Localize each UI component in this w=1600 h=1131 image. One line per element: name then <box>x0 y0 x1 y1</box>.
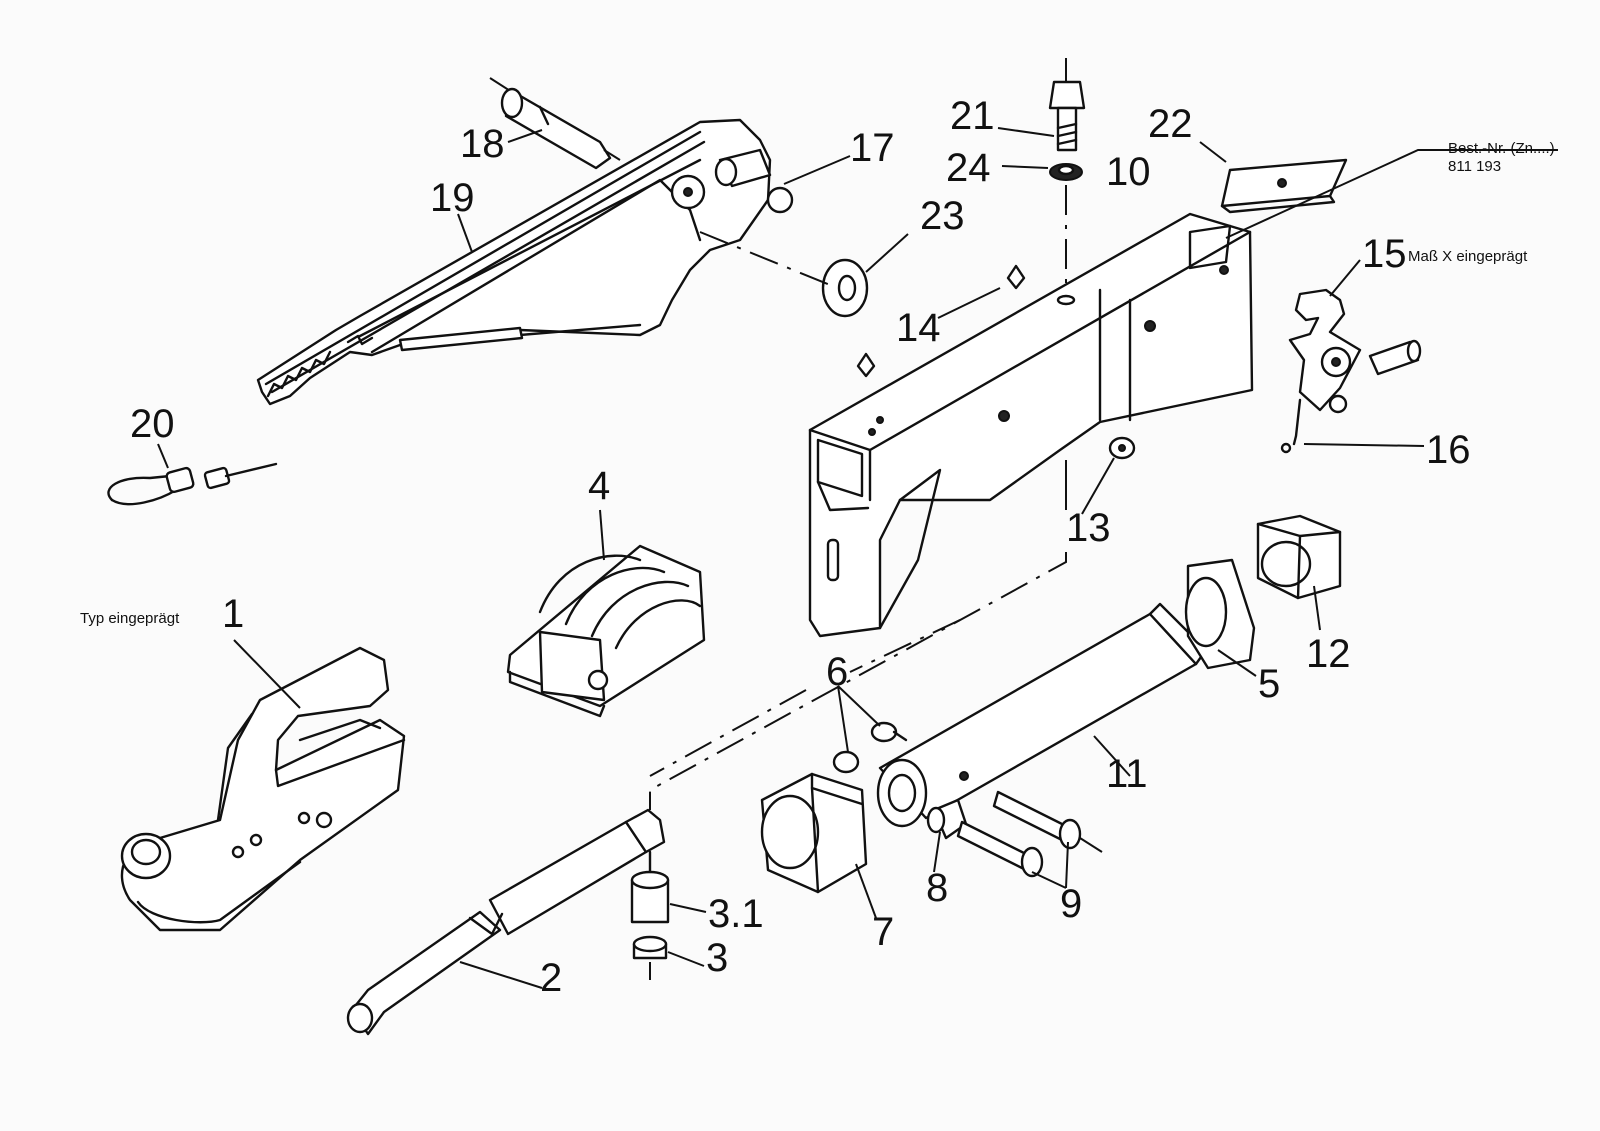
label-part-9: 9 <box>1060 882 1083 926</box>
part-22-plate <box>1220 158 1348 214</box>
note-order-number-title: Best.-Nr. (Zn....) <box>1448 140 1555 157</box>
part-13-nut <box>649 436 1136 810</box>
label-part-13: 13 <box>1066 506 1111 550</box>
label-part-6: 6 <box>826 650 849 694</box>
label-part-11: 11 <box>1106 752 1148 796</box>
label-part-15: 15 <box>1362 232 1407 276</box>
note-order-number-value: 811 193 <box>1448 158 1502 175</box>
label-part-24: 24 <box>946 146 991 190</box>
label-part-7: 7 <box>872 910 895 954</box>
assembly-centre-line <box>649 619 961 777</box>
part-5-flange <box>1184 558 1256 670</box>
part-9-bolts <box>956 790 1103 878</box>
label-part-21: 21 <box>950 94 995 138</box>
label-part-8: 8 <box>926 866 949 910</box>
part-20-spring-clip <box>107 462 278 506</box>
label-part-22: 22 <box>1148 102 1193 146</box>
part-4-bellows <box>506 544 706 718</box>
label-part-14: 14 <box>896 306 941 350</box>
part-16-spring <box>1280 398 1425 454</box>
part-2-damper <box>346 808 666 1036</box>
label-part-20: 20 <box>130 402 175 446</box>
part-8-cap <box>926 771 969 840</box>
part-11-drawbar-tube <box>876 602 1208 828</box>
part-14-grease-nipples <box>856 264 1026 378</box>
note-type-stamp: Typ eingeprägt <box>80 610 180 627</box>
part-6-bolts <box>832 721 908 774</box>
label-part-10: 10 <box>1106 150 1151 194</box>
part-7-bushing <box>760 772 868 894</box>
label-part-1: 1 <box>222 592 245 636</box>
part-18-pin <box>489 77 621 170</box>
leader-lines <box>157 127 1361 989</box>
part-24-nut <box>1049 163 1083 310</box>
part-1-coupling-head <box>120 646 406 932</box>
part-3-1-spacer <box>630 850 670 924</box>
part-3-nut <box>632 935 668 980</box>
part-15-overrun-lever <box>1288 288 1422 414</box>
label-part-19: 19 <box>430 176 475 220</box>
label-part-4: 4 <box>588 464 611 508</box>
label-part-23: 23 <box>920 194 965 238</box>
label-part-18: 18 <box>460 122 505 166</box>
label-part-5: 5 <box>1258 662 1281 706</box>
label-part-17: 17 <box>850 126 895 170</box>
label-part-16: 16 <box>1426 428 1471 472</box>
part-21-bolt <box>1048 58 1086 152</box>
label-part-3: 3 <box>706 936 729 980</box>
part-12-bushing <box>1256 514 1342 600</box>
part-19-brake-lever <box>256 118 794 406</box>
note-dimension-stamp: Maß X eingeprägt <box>1408 248 1528 265</box>
part-10-housing <box>808 149 1558 638</box>
label-part-3-1: 3.1 <box>708 892 764 936</box>
part-23-washer <box>699 231 869 318</box>
label-part-2: 2 <box>540 956 563 1000</box>
label-part-12: 12 <box>1306 632 1351 676</box>
